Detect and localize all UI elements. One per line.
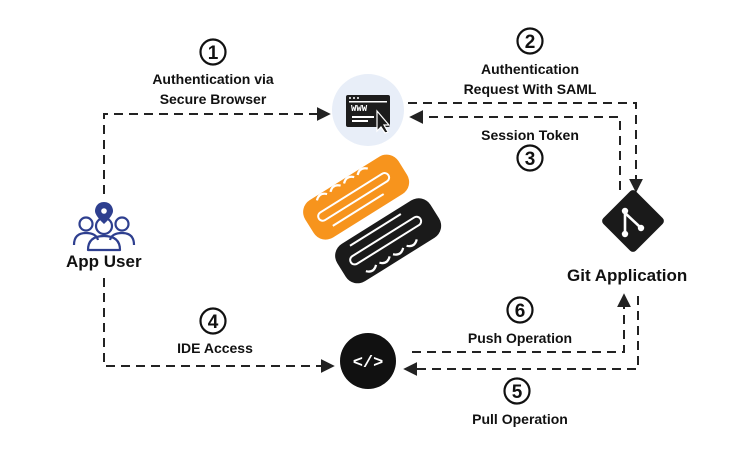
svg-text:5: 5: [512, 382, 523, 403]
svg-text:6: 6: [515, 301, 526, 322]
app-user-label: App User: [66, 252, 142, 271]
browser-www-text: WWW: [351, 104, 368, 114]
step-number-badges: 1 2 3 4 5 6: [199, 27, 544, 405]
step-4-label: IDE Access: [177, 340, 253, 356]
step-6-label: Push Operation: [467, 330, 573, 346]
svg-text:3: 3: [525, 149, 536, 170]
ide-glyph: </>: [353, 354, 384, 373]
svg-text:4: 4: [208, 312, 219, 333]
step-1-badge: 1: [199, 38, 227, 66]
arrow-session-token: [409, 110, 621, 190]
svg-text:1: 1: [208, 43, 219, 64]
code-editor-icon: </>: [340, 333, 396, 389]
svg-text:2: 2: [525, 32, 536, 53]
browser-icon: [332, 74, 404, 146]
step-3-label: Session Token: [481, 127, 579, 143]
step-4-badge: 4: [199, 307, 227, 335]
step-2-badge: 2: [516, 27, 544, 55]
step-3-badge: 3: [516, 144, 544, 172]
arrow-push: [412, 293, 631, 353]
step-1-label-line1: Authentication via: [152, 71, 274, 87]
step-5-badge: 5: [503, 377, 531, 405]
users-group-icon: [72, 202, 136, 252]
arrow-pull: [403, 296, 639, 376]
step-6-badge: 6: [506, 296, 534, 324]
handshake-icon: [303, 154, 442, 284]
step-5-label: Pull Operation: [472, 411, 568, 427]
step-2-label-line2: Request With SAML: [463, 81, 597, 97]
arrow-user-to-ide: [103, 278, 335, 373]
git-logo-icon: [602, 190, 664, 252]
git-application-label: Git Application: [567, 266, 688, 285]
arrow-browser-to-git: [408, 102, 643, 193]
step-1-label-line2: Secure Browser: [159, 91, 267, 107]
arrow-user-to-browser: [103, 107, 331, 194]
step-2-label-line1: Authentication: [481, 61, 579, 77]
